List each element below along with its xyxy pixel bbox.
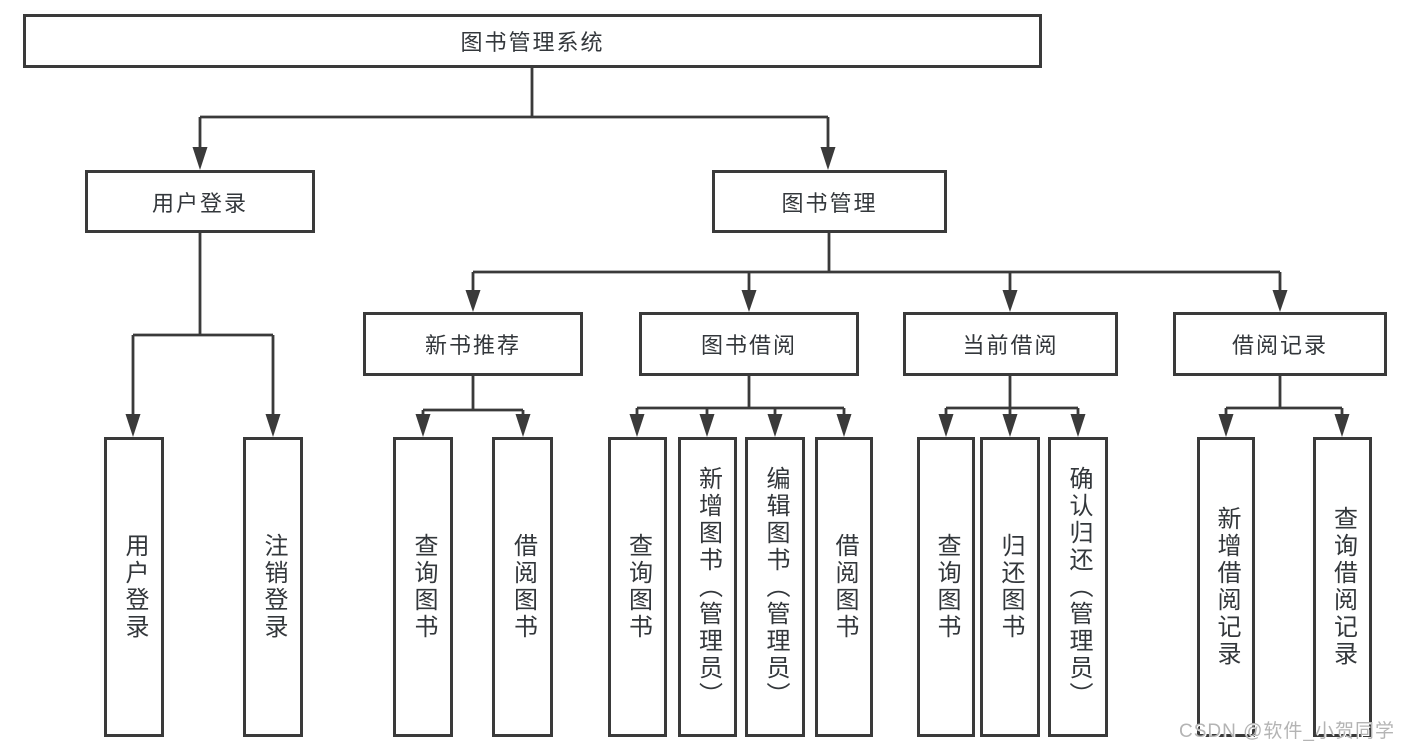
leaf-logout: 注销登录	[243, 437, 303, 737]
leaf-borrow-book-2-label: 借阅图书	[831, 533, 858, 641]
leaf-return-book-label: 归还图书	[997, 533, 1024, 641]
leaf-return-book: 归还图书	[980, 437, 1040, 737]
leaf-add-borrow-record-label: 新增借阅记录	[1213, 506, 1240, 668]
node-book-borrowing: 图书借阅	[639, 312, 859, 376]
node-book-borrowing-label: 图书借阅	[700, 333, 797, 358]
node-new-book-recommend-label: 新书推荐	[424, 333, 521, 358]
leaf-borrow-book-1-label: 借阅图书	[509, 533, 537, 641]
leaf-add-book-admin: 新增图书（管理员）	[678, 437, 737, 737]
leaf-user-login-label: 用户登录	[121, 533, 148, 641]
leaf-borrow-book-1: 借阅图书	[492, 437, 553, 737]
leaf-user-login: 用户登录	[104, 437, 164, 737]
leaf-query-book-1-label: 查询图书	[410, 533, 437, 641]
leaf-query-book-1: 查询图书	[393, 437, 453, 737]
node-book-management-label: 图书管理	[781, 190, 878, 216]
leaf-add-borrow-record: 新增借阅记录	[1197, 437, 1255, 737]
node-root: 图书管理系统	[23, 14, 1042, 68]
node-book-management: 图书管理	[712, 170, 947, 233]
csdn-watermark: CSDN @软件_小贺同学	[1179, 721, 1395, 742]
leaf-query-book-2: 查询图书	[608, 437, 667, 737]
leaf-borrow-book-2: 借阅图书	[815, 437, 873, 737]
leaf-query-book-3: 查询图书	[917, 437, 975, 737]
leaf-confirm-return-admin-label: 确认归还（管理员）	[1065, 465, 1092, 709]
node-new-book-recommend: 新书推荐	[363, 312, 583, 376]
leaf-add-book-admin-label: 新增图书（管理员）	[694, 465, 722, 709]
leaf-query-book-2-label: 查询图书	[624, 533, 652, 641]
leaf-logout-label: 注销登录	[260, 533, 287, 641]
leaf-query-borrow-record: 查询借阅记录	[1313, 437, 1372, 737]
node-borrowing-records: 借阅记录	[1173, 312, 1387, 376]
node-user-login: 用户登录	[85, 170, 315, 233]
node-root-label: 图书管理系统	[460, 30, 605, 55]
leaf-edit-book-admin-label: 编辑图书（管理员）	[762, 465, 789, 709]
node-current-borrowing: 当前借阅	[903, 312, 1118, 376]
node-user-login-label: 用户登录	[151, 190, 248, 216]
node-current-borrowing-label: 当前借阅	[962, 333, 1059, 358]
leaf-query-book-3-label: 查询图书	[933, 533, 960, 641]
node-borrowing-records-label: 借阅记录	[1231, 333, 1328, 358]
leaf-edit-book-admin: 编辑图书（管理员）	[745, 437, 805, 737]
leaf-confirm-return-admin: 确认归还（管理员）	[1048, 437, 1108, 737]
leaf-query-borrow-record-label: 查询借阅记录	[1329, 506, 1357, 668]
